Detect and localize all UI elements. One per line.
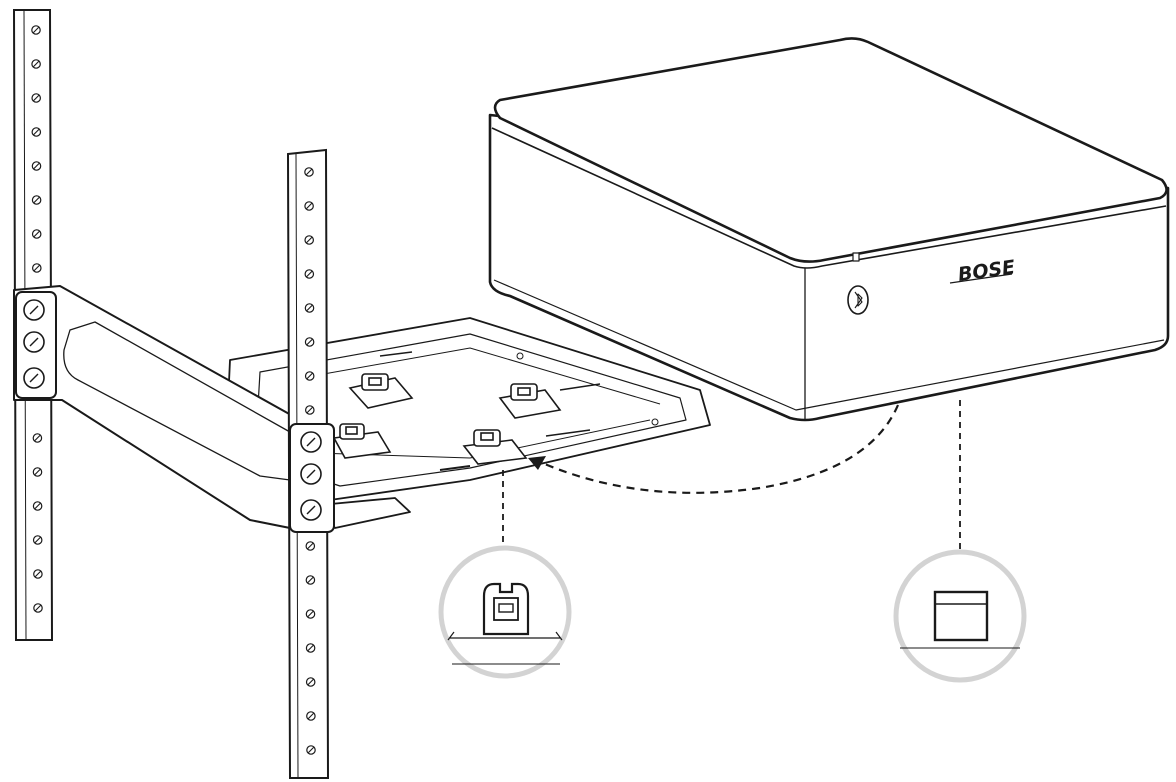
- foot-detail-callout: [893, 549, 1027, 683]
- front-mounting-ear: [289, 423, 335, 533]
- clip-detail-callout: [438, 545, 572, 679]
- back-mounting-ear: [15, 291, 57, 399]
- arrow-head: [528, 456, 546, 470]
- placement-arrow: [539, 404, 900, 494]
- bose-device: [488, 37, 1170, 422]
- tray-clip-3: [332, 423, 392, 459]
- bracket-arm: [13, 285, 301, 531]
- tray-clip-4: [462, 429, 528, 465]
- tray-clip-2: [498, 383, 562, 419]
- tray-clip-1: [348, 373, 414, 409]
